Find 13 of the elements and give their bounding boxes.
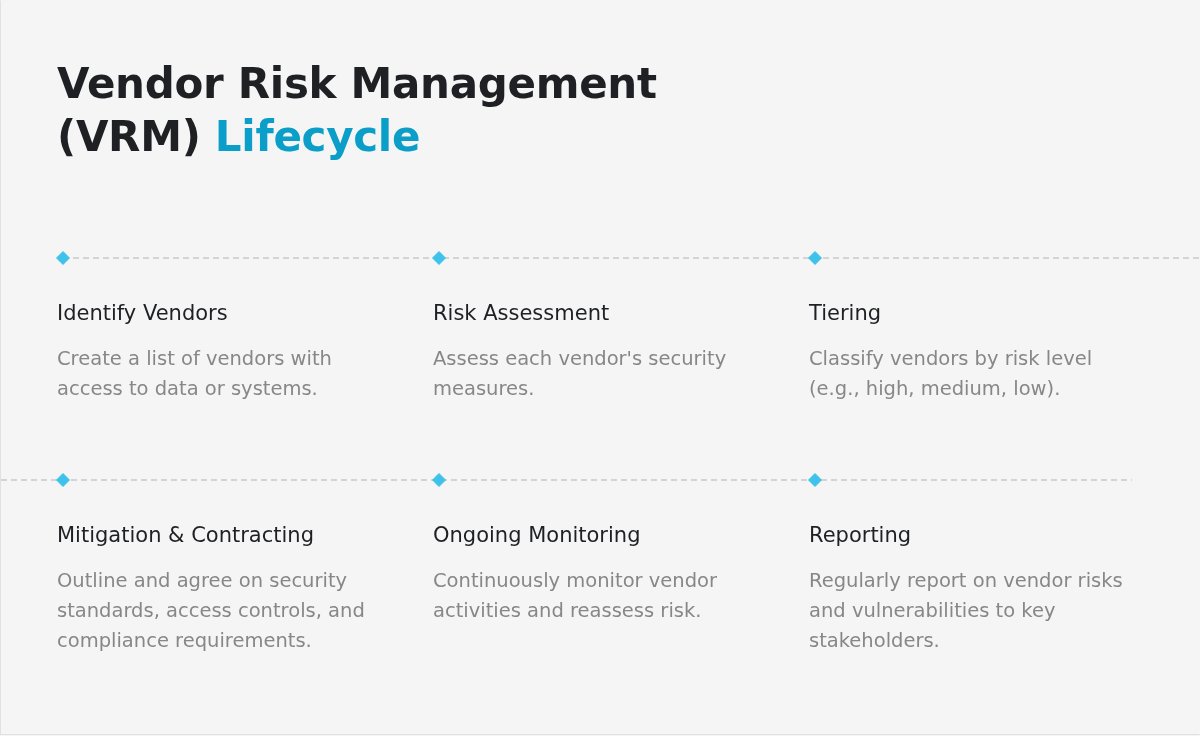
step-heading: Tiering <box>809 300 882 327</box>
step-description: Outline and agree on security standards, access controls, and compliance requirements. <box>57 568 366 654</box>
step-description: Assess each vendor's security measures. <box>433 346 728 402</box>
step-description: Classify vendors by risk level (e.g., high, medium, low). <box>809 346 1094 402</box>
step-heading: Reporting <box>809 522 912 549</box>
step-description: Create a list of vendors with access to data or systems. <box>57 346 333 402</box>
title: Vendor Risk Management (VRM) Lifecycle <box>57 58 658 163</box>
step-description: Continuously monitor vendor activities and reassess risk. <box>433 568 718 624</box>
step-heading: Mitigation & Contracting <box>57 522 314 549</box>
step-heading: Risk Assessment <box>433 300 610 327</box>
step-heading: Ongoing Monitoring <box>433 522 641 549</box>
step-description: Regularly report on vendor risks and vulnerabilities to key stakeholders. <box>809 568 1124 654</box>
step-heading: Identify Vendors <box>57 300 228 327</box>
